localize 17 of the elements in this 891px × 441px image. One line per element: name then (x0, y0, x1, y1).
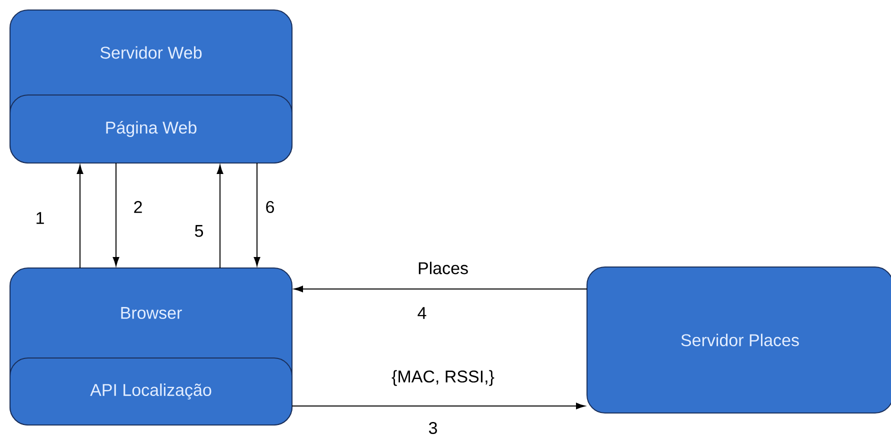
step-number: 4 (418, 307, 426, 319)
arrow (76, 164, 84, 268)
server-box: Servidor Places (586, 266, 891, 414)
arrow (216, 164, 224, 268)
arrow (112, 162, 120, 266)
edge-label: {MAC, RSSI,} (390, 369, 496, 387)
arrow (294, 286, 588, 292)
step-number: 3 (428, 422, 437, 434)
arrow (254, 162, 260, 266)
edge-label: 2 (132, 200, 144, 214)
edge-label: Places (416, 260, 470, 276)
api-band: API Localização (10, 357, 292, 426)
edge-label: 1 (34, 211, 46, 225)
edge-label: 5 (193, 224, 205, 238)
edge-label: 6 (264, 200, 276, 214)
page-band: Página Web (10, 94, 292, 164)
arrow (292, 402, 586, 410)
